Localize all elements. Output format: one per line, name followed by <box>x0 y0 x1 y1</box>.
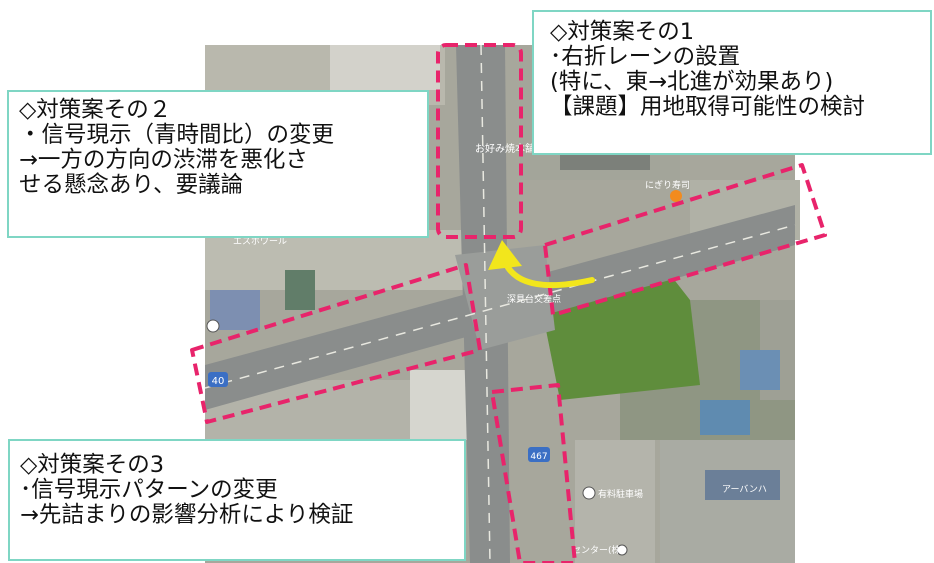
south-shop-marker: センター(株) <box>572 544 628 556</box>
plan-1-line-2: (特に、東→北進が効果あり) <box>550 69 834 95</box>
right-turn-arrow-icon <box>488 240 595 289</box>
plan-1-line-3: 【課題】用地取得可能性の検討 <box>550 94 866 120</box>
route-467-shield: 467 <box>528 447 550 462</box>
svg-text:467: 467 <box>530 452 547 462</box>
plan-3-line-2: →先詰まりの影響分析により検証 <box>20 502 354 528</box>
plan-2-callout: ◇対策案その２ ・信号現示（青時間比）の変更 →一方の方向の渋滞を悪化さ せる懸… <box>7 90 429 238</box>
svg-text:40: 40 <box>212 376 225 387</box>
plan-3-callout: ◇対策案その3 ･信号現示パターンの変更 →先詰まりの影響分析により検証 <box>8 439 466 561</box>
parking-marker: 有料駐車場 <box>582 486 643 500</box>
plan-2-title: ◇対策案その２ <box>19 97 172 123</box>
plan-2-line-1: ・信号現示（青時間比）の変更 <box>19 122 335 148</box>
plan-2-line-2: →一方の方向の渋滞を悪化さ <box>19 147 308 173</box>
map-pin <box>206 319 220 333</box>
plan-1-callout: ◇対策案その1 ･右折レーンの設置 (特に、東→北進が効果あり) 【課題】用地取… <box>532 10 932 155</box>
plan-2-line-3: せる懸念あり、要議論 <box>19 172 244 198</box>
east-approach-highlight <box>543 163 827 317</box>
south-approach-highlight <box>490 383 577 563</box>
svg-text:有料駐車場: 有料駐車場 <box>598 488 643 500</box>
plan-3-title: ◇対策案その3 <box>20 452 165 478</box>
west-shop-label: エスポワール <box>233 236 287 247</box>
plan-3-line-1: ･信号現示パターンの変更 <box>20 477 278 503</box>
route-40-shield: 40 <box>208 372 228 387</box>
west-approach-highlight <box>190 263 482 424</box>
plan-1-line-1: ･右折レーンの設置 <box>550 44 741 70</box>
intersection-label: 深見台交差点 <box>507 293 561 305</box>
apartment-label: アーバンハ <box>722 484 767 495</box>
intersection-area <box>455 245 555 350</box>
svg-text:にぎり寿司: にぎり寿司 <box>645 179 690 191</box>
svg-text:センター(株): センター(株) <box>572 544 624 556</box>
plan-1-title: ◇対策案その1 <box>550 19 695 45</box>
sushi-shop-marker: にぎり寿司 <box>645 179 690 202</box>
